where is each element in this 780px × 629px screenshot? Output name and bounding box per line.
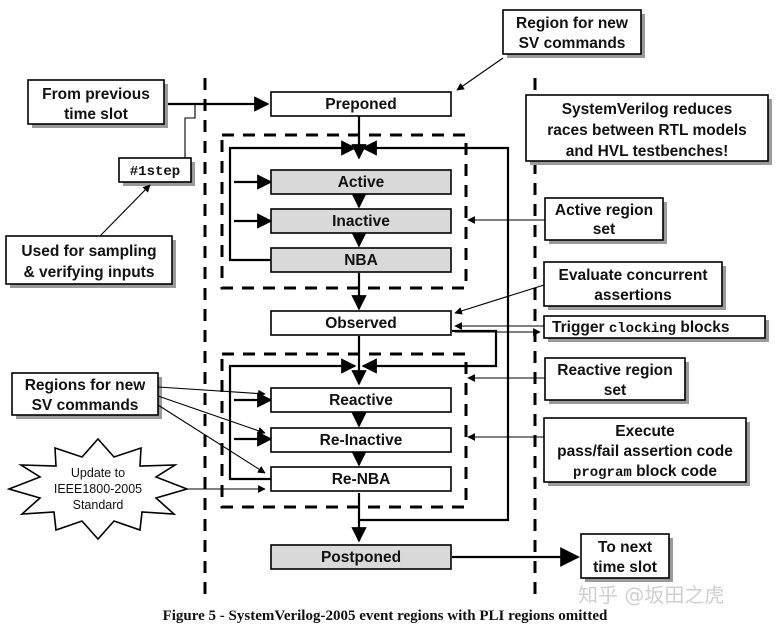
note-text: races between RTL models bbox=[547, 122, 747, 139]
note-text: Evaluate concurrent bbox=[558, 267, 707, 284]
note-text: Execute bbox=[615, 423, 675, 440]
star-text: Standard bbox=[73, 498, 124, 512]
step-code: #1step bbox=[130, 164, 180, 180]
note-text: From previous bbox=[42, 86, 150, 103]
label-preponed: Preponed bbox=[325, 96, 396, 113]
note-evaluate-assertions: Evaluate concurrent assertions bbox=[543, 261, 726, 310]
note-text: To next bbox=[598, 539, 652, 556]
star-text: Update to bbox=[71, 466, 125, 480]
step-code-box: #1step bbox=[118, 157, 195, 186]
star-text: IEEE1800-2005 bbox=[54, 482, 142, 496]
note-text: Regions for new bbox=[25, 377, 147, 394]
label-active: Active bbox=[338, 174, 385, 191]
label-nba: NBA bbox=[344, 252, 378, 269]
note-sv-reduces-races: SystemVerilog reduces races between RTL … bbox=[525, 94, 772, 165]
region-preponed: Preponed bbox=[270, 91, 452, 117]
note-text: SV commands bbox=[519, 35, 626, 52]
note-text: Active region bbox=[555, 202, 653, 219]
note-from-previous-time-slot: From previous time slot bbox=[27, 79, 168, 128]
region-re-inactive: Re-Inactive bbox=[270, 427, 452, 453]
region-active: Active bbox=[270, 169, 452, 195]
note-text: time slot bbox=[593, 559, 657, 576]
note-used-for-sampling: Used for sampling & verifying inputs bbox=[5, 235, 176, 288]
note-text: pass/fail assertion code bbox=[557, 443, 733, 460]
watermark: 知乎 @坂田之虎 bbox=[578, 583, 724, 607]
label-inactive: Inactive bbox=[332, 213, 390, 230]
region-nba: NBA bbox=[270, 247, 452, 273]
trigger-text: Trigger clocking blocks bbox=[552, 319, 730, 337]
figure-caption: Figure 5 - SystemVerilog-2005 event regi… bbox=[163, 608, 608, 624]
label-re-inactive: Re-Inactive bbox=[320, 432, 403, 449]
region-postponed: Postponed bbox=[270, 544, 452, 570]
execute-program-line: program block code bbox=[573, 463, 717, 481]
note-text: set bbox=[604, 382, 626, 399]
note-regions-new-sv-left: Regions for new SV commands bbox=[11, 372, 162, 419]
active-region-set-frame bbox=[220, 133, 468, 290]
region-re-nba: Re-NBA bbox=[270, 466, 452, 492]
note-text: time slot bbox=[64, 106, 128, 123]
label-postponed: Postponed bbox=[321, 549, 401, 566]
note-text: SystemVerilog reduces bbox=[562, 101, 733, 118]
label-re-nba: Re-NBA bbox=[332, 471, 391, 488]
region-reactive: Reactive bbox=[270, 387, 452, 413]
note-text: Region for new bbox=[516, 15, 629, 32]
label-reactive: Reactive bbox=[329, 392, 393, 409]
region-inactive: Inactive bbox=[270, 208, 452, 234]
update-starburst-badge: Update to IEEE1800-2005 Standard bbox=[6, 437, 190, 541]
note-text: Reactive region bbox=[557, 362, 672, 379]
note-trigger-clocking: Trigger clocking blocks bbox=[543, 315, 769, 342]
note-reactive-region-set: Reactive region set bbox=[544, 357, 689, 404]
note-text: Used for sampling bbox=[21, 243, 156, 260]
note-region-new-sv-top: Region for new SV commands bbox=[502, 9, 645, 58]
note-active-region-set: Active region set bbox=[544, 197, 667, 244]
note-text: set bbox=[593, 221, 615, 238]
note-text: & verifying inputs bbox=[24, 264, 155, 281]
note-to-next-time-slot: To next time slot bbox=[580, 533, 673, 582]
reactive-region-set-frame bbox=[220, 352, 468, 509]
note-text: assertions bbox=[594, 287, 672, 304]
note-text: and HVL testbenches! bbox=[566, 143, 729, 160]
region-observed: Observed bbox=[270, 310, 452, 336]
label-observed: Observed bbox=[325, 315, 397, 332]
note-text: SV commands bbox=[32, 397, 139, 414]
note-execute-assertion-code: Execute pass/fail assertion code program… bbox=[543, 417, 750, 486]
